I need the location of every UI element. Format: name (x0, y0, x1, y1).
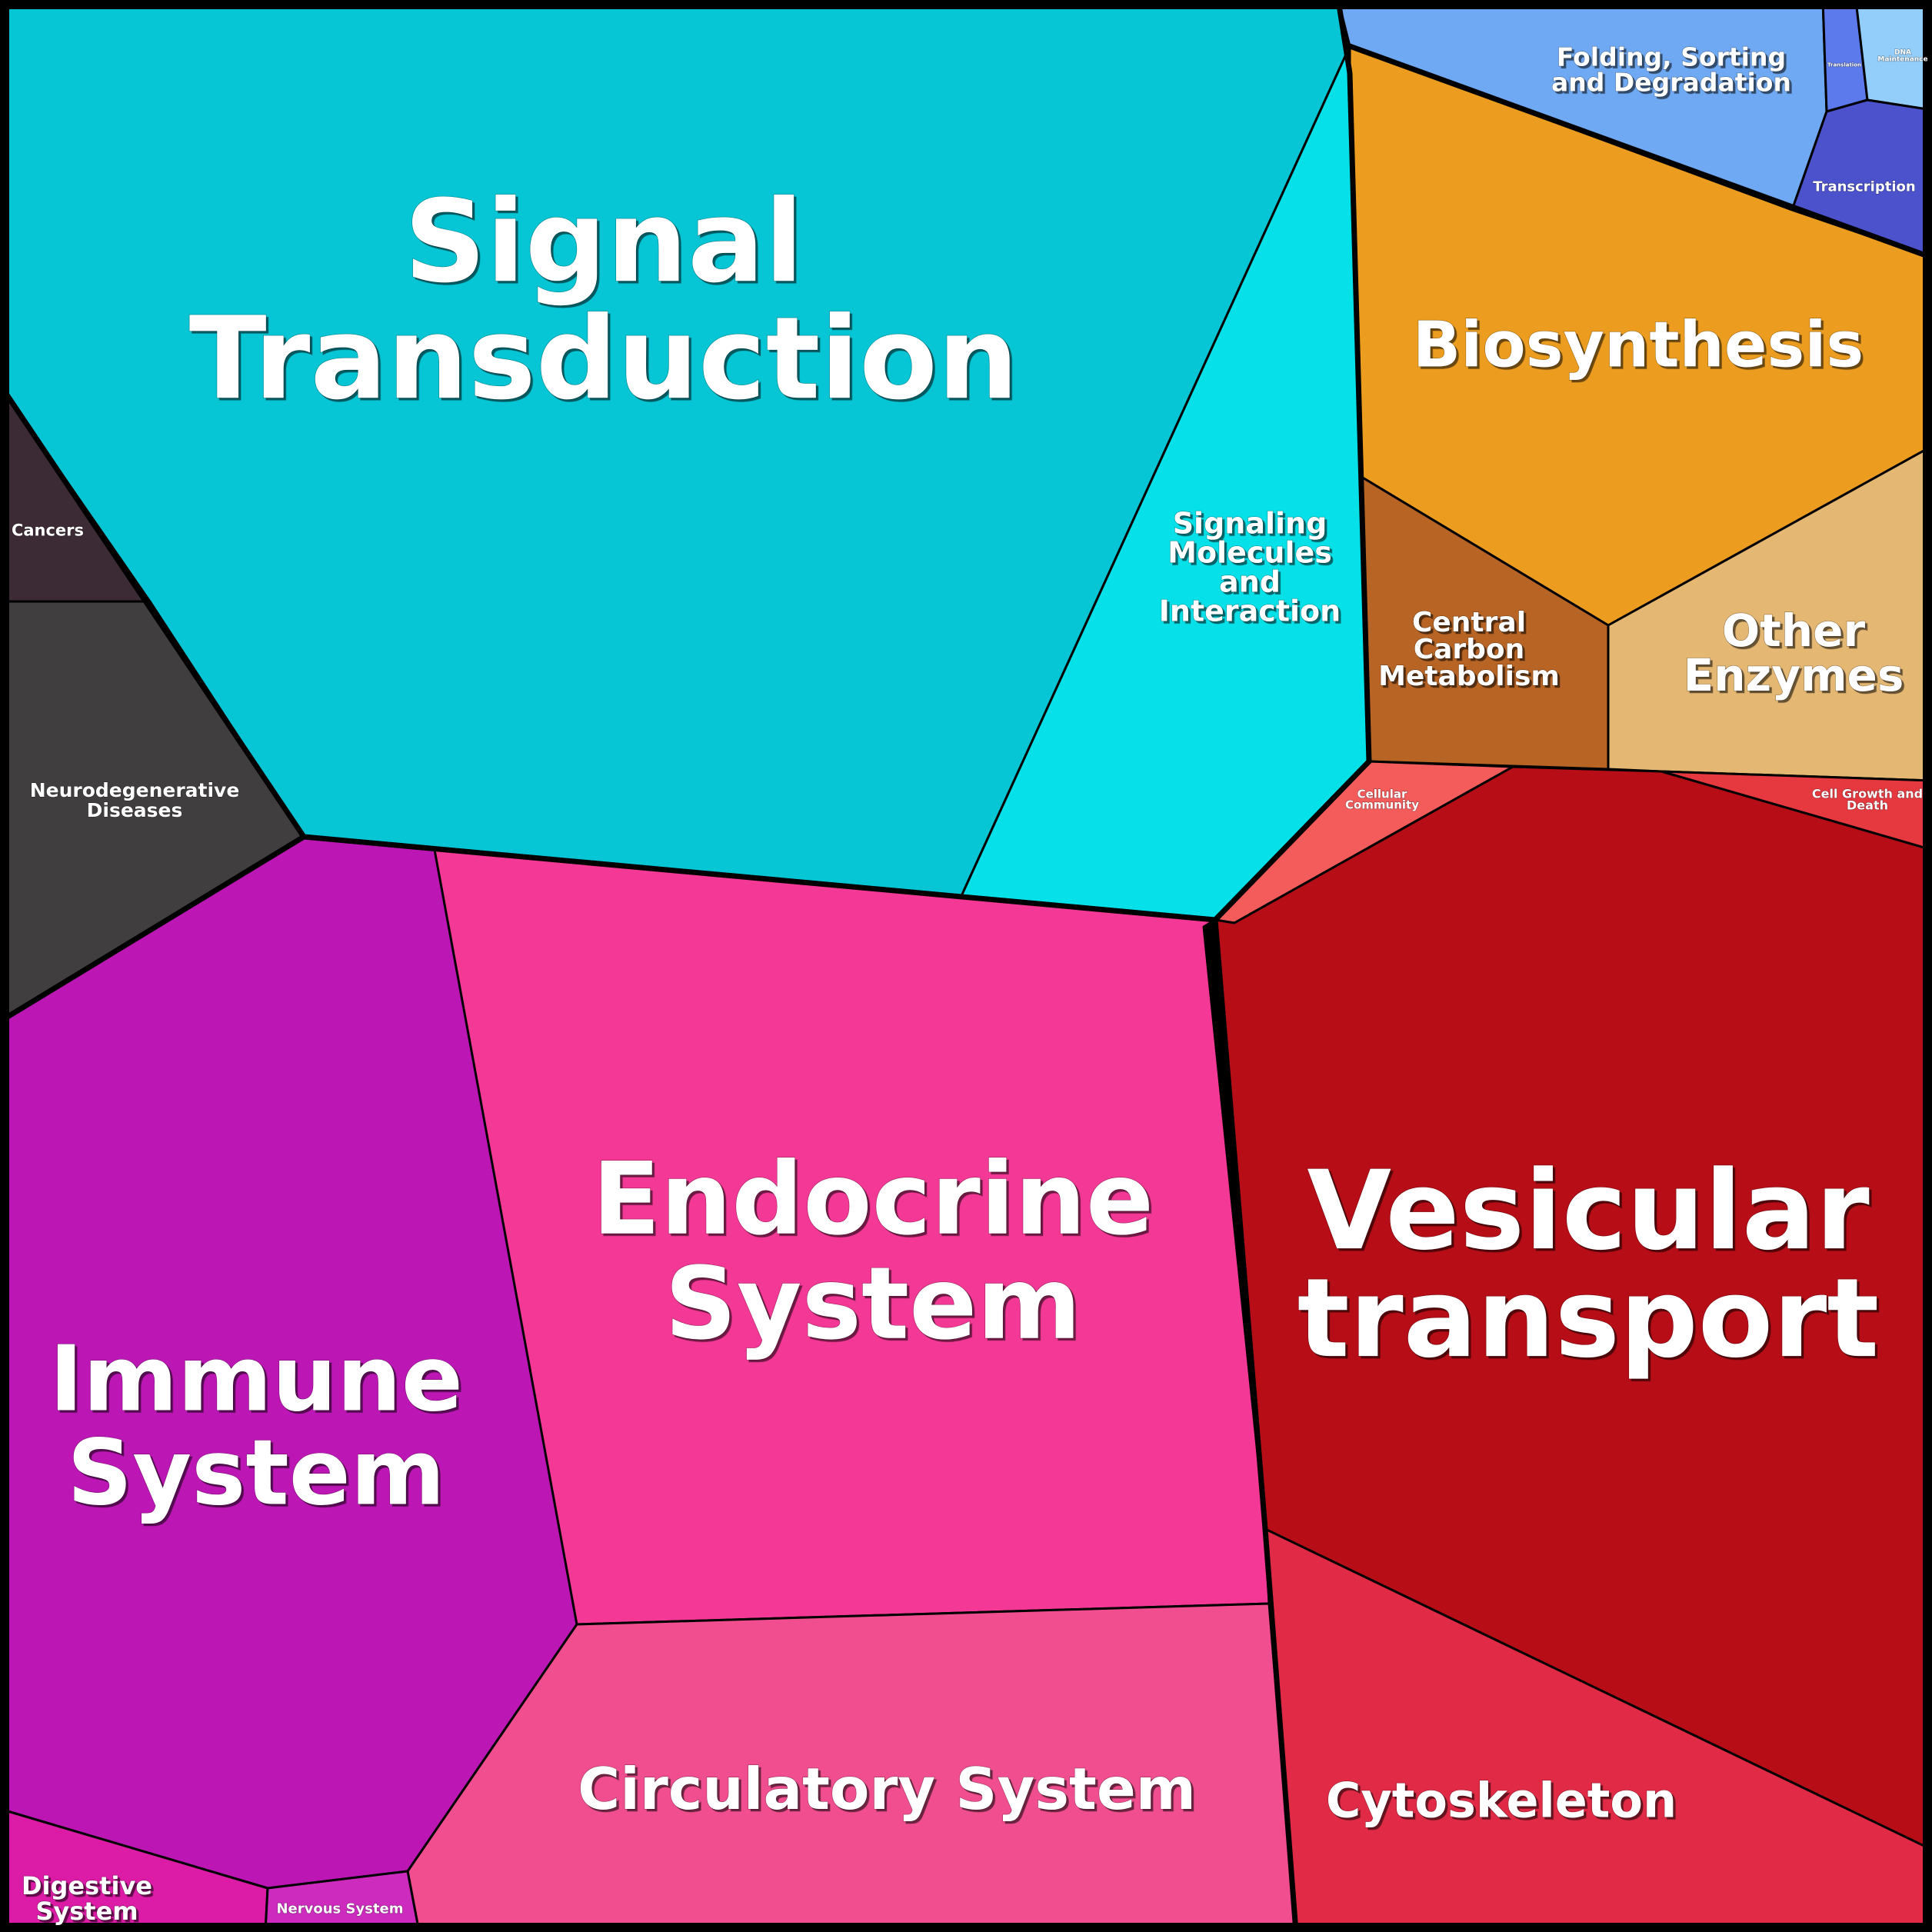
label-line: Death (1847, 798, 1888, 812)
cell-nervous (264, 1870, 421, 1932)
label-nervous: Nervous System (276, 1900, 403, 1917)
label-line: Interaction (1159, 595, 1341, 628)
group-border (1347, 43, 1932, 261)
label-line: Immune (49, 1325, 463, 1431)
label-line: Other (1722, 605, 1866, 657)
label-line: DNA (1894, 49, 1911, 57)
label-line: Carbon (1414, 634, 1525, 665)
label-line: Metabolism (1378, 661, 1560, 692)
label-line: Signal (404, 175, 803, 308)
label-line: and (1219, 565, 1281, 599)
label-line: transport (1297, 1255, 1879, 1382)
label-line: and Degradation (1551, 67, 1791, 97)
label-line: Cellular (1357, 787, 1407, 801)
group-border (1212, 917, 1299, 1932)
label-line: Central (1412, 607, 1526, 638)
label-line: Cytoskeleton (1326, 1772, 1677, 1828)
label-line: Maintenance (1877, 56, 1927, 64)
label-line: Nervous System (276, 1900, 403, 1917)
label-line: Transduction (189, 292, 1019, 425)
label-line: System (35, 1897, 138, 1926)
label-transcription: Transcription (1813, 178, 1915, 195)
label-line: Transcription (1813, 178, 1915, 195)
group-border (0, 834, 307, 1024)
cell-circulatory (406, 1602, 1297, 1932)
label-biosynthesis: Biosynthesis (1413, 309, 1864, 382)
label-line: Translation (1827, 62, 1861, 68)
label-translation: Translation (1827, 62, 1861, 68)
group-border (1212, 0, 1372, 923)
label-line: System (67, 1419, 445, 1525)
label-line: Community (1345, 798, 1419, 811)
label-line: Diseases (87, 799, 183, 821)
label-line: Digestive (22, 1871, 152, 1900)
label-cytoskeleton: Cytoskeleton (1326, 1772, 1677, 1828)
label-line: Neurodegenerative (30, 779, 240, 801)
cell-dna-maintenance (1854, 0, 1932, 112)
label-line: Enzymes (1684, 649, 1904, 701)
label-line: Circulatory System (578, 1755, 1196, 1823)
label-line: Vesicular (1307, 1148, 1869, 1274)
label-line: Endocrine (592, 1141, 1154, 1257)
label-line: Biosynthesis (1413, 309, 1864, 382)
cell-digestive (0, 1807, 269, 1932)
label-line: Signaling (1173, 507, 1327, 541)
label-line: Folding, Sorting (1557, 42, 1786, 72)
label-circulatory: Circulatory System (578, 1755, 1196, 1823)
label-line: Cancers (12, 521, 84, 540)
label-cancers: Cancers (12, 521, 84, 540)
label-line: System (665, 1245, 1081, 1362)
label-line: Molecules (1168, 536, 1332, 570)
label-line: Cell Growth and (1812, 786, 1923, 801)
